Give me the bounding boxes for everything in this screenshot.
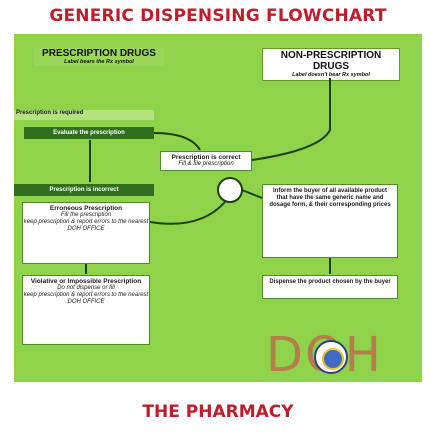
footer-title: THE PHARMACY xyxy=(142,402,294,422)
violative-note-report: keep prescription & report errors to the… xyxy=(23,292,149,305)
evaluate-prescription-step: Evaluate the prescription xyxy=(24,127,154,139)
rx-column-heading: PRESCRIPTION DRUGS Label bears the Rx sy… xyxy=(34,48,164,66)
nonrx-heading-text: NON-PRESCRIPTION DRUGS xyxy=(280,50,382,72)
connector-circle xyxy=(217,177,243,203)
correct-title: Prescription is correct xyxy=(171,154,241,161)
erroneous-note-report: keep prescription & report errors to the… xyxy=(23,219,149,232)
dispense-product-box: Dispense the product chosen by the buyer xyxy=(262,275,398,299)
doh-seal-icon xyxy=(314,340,348,374)
rx-heading-text: PRESCRIPTION DRUGS xyxy=(42,48,156,59)
arrow-evaluate-to-correct xyxy=(153,132,201,151)
prescription-required-step: Prescription is required xyxy=(14,110,154,120)
erroneous-title: Erroneous Prescription xyxy=(49,205,123,212)
inform-buyer-box: Inform the buyer of all available produc… xyxy=(262,184,398,258)
violative-note-dispense: Do not dispense or fill xyxy=(57,285,115,291)
arrow-nonrx-to-correct xyxy=(251,78,331,161)
prescription-incorrect-step: Prescription is incorrect xyxy=(14,184,154,196)
arrow-circle-to-erroneous xyxy=(149,201,226,225)
arrow-circle-to-inform xyxy=(241,189,263,199)
erroneous-note-fill: Fill the prescription xyxy=(60,212,112,218)
nonrx-heading-note: Label doesn't bear Rx symbol xyxy=(292,72,370,78)
prescription-correct-step: Prescription is correct Fill & file pres… xyxy=(160,151,252,171)
violative-title: Violative or Impossible Prescription xyxy=(30,278,142,285)
violative-prescription-box: Violative or Impossible Prescription Do … xyxy=(22,275,150,345)
correct-note: Fill & file prescription xyxy=(178,161,234,167)
page-title: GENERIC DISPENSING FLOWCHART xyxy=(49,6,387,26)
rx-heading-note: Label bears the Rx symbol xyxy=(64,59,134,65)
erroneous-prescription-box: Erroneous Prescription Fill the prescrip… xyxy=(22,202,150,264)
nonrx-column-heading: NON-PRESCRIPTION DRUGS Label doesn't bea… xyxy=(262,48,400,81)
